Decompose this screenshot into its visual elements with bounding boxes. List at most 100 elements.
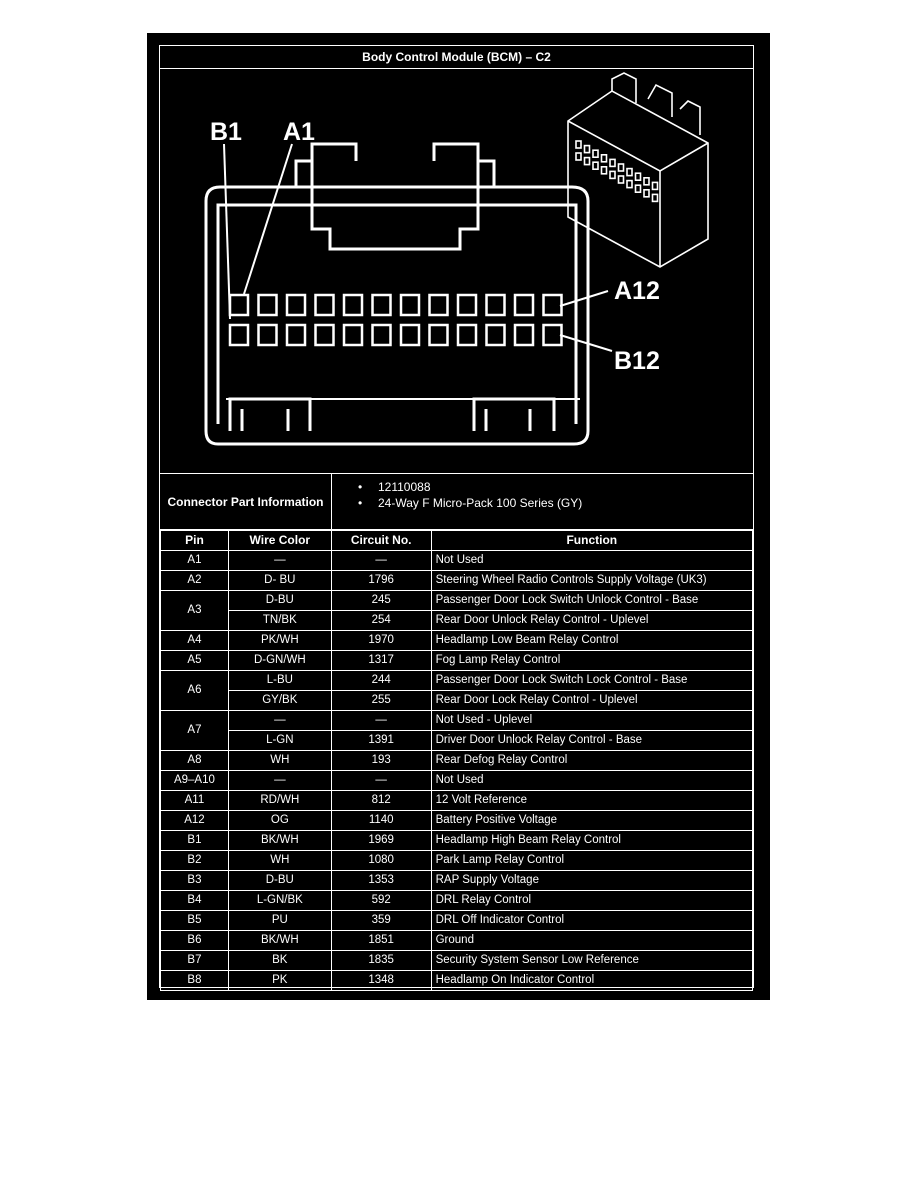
pin-cell: A3 — [160, 590, 229, 631]
wire-color-cell: D-BU — [227, 590, 332, 611]
function-cell: Rear Door Lock Relay Control - Uplevel — [430, 690, 754, 711]
pin-cavity — [513, 293, 535, 317]
table-row: A7——Not Used - Uplevel — [160, 710, 754, 751]
mini-pin — [634, 172, 642, 181]
function-cell: Not Used — [430, 550, 754, 571]
circuit-cell: 1969 — [330, 830, 432, 851]
connector-part-info: Connector Part Information 12110088 24-W… — [160, 473, 753, 530]
mini-pin — [575, 140, 582, 149]
wire-color-cell: D-GN/WH — [227, 650, 332, 671]
pin-cavity — [257, 323, 278, 347]
pinout-table: Pin Wire Color Circuit No. Function A1——… — [160, 530, 754, 991]
mini-pin — [592, 161, 599, 170]
pin-cavity — [285, 323, 307, 347]
connector-3d-sketch — [567, 72, 709, 268]
label-b1: B1 — [210, 118, 242, 146]
circuit-cell: — — [330, 770, 432, 791]
function-cell: Headlamp Low Beam Relay Control — [430, 630, 754, 651]
wire-color-cell: BK/WH — [227, 830, 332, 851]
circuit-cell: 1080 — [330, 850, 432, 871]
circuit-cell: 1348 — [330, 970, 432, 991]
pin-cell: A4 — [160, 630, 229, 651]
circuit-cell: — — [330, 710, 432, 731]
housing-outline — [204, 185, 590, 446]
pin-cavity — [342, 323, 364, 347]
pin-cavity — [285, 293, 307, 317]
pin-cavity — [314, 293, 335, 317]
table-row: A9–A10——Not Used — [160, 770, 754, 791]
mini-pin — [575, 152, 582, 161]
mini-pin — [651, 181, 659, 191]
top-latch — [294, 159, 496, 251]
wire-color-cell: OG — [227, 810, 332, 831]
wire-color-cell: L-BU — [227, 670, 332, 691]
pin-cavity — [485, 293, 506, 317]
mini-pin — [643, 189, 650, 198]
wire-color-cell: D-BU — [227, 870, 332, 891]
circuit-cell: — — [330, 550, 432, 571]
housing-cavity — [216, 203, 578, 424]
label-a1: A1 — [283, 118, 315, 146]
wire-color-cell: PU — [227, 910, 332, 931]
latch-left-tab — [310, 142, 358, 161]
function-cell: RAP Supply Voltage — [430, 870, 754, 891]
pin-cell: A12 — [160, 810, 229, 831]
pin-cell: B8 — [160, 970, 229, 991]
mini-pin — [617, 175, 625, 184]
mini-pin — [651, 193, 659, 203]
circuit-cell: 1140 — [330, 810, 432, 831]
pin-cell: B3 — [160, 870, 229, 891]
latch-right-tab — [432, 142, 480, 161]
pin-cavity — [542, 293, 563, 317]
pin-cavity — [456, 323, 478, 347]
mini-pin — [592, 149, 599, 158]
pin-cell: A9–A10 — [160, 770, 229, 791]
pin-cell: A2 — [160, 570, 229, 591]
table-header-row: Pin Wire Color Circuit No. Function — [160, 530, 754, 551]
pin-cell: B5 — [160, 910, 229, 931]
pin-cavity — [513, 323, 535, 347]
pin-cavity — [399, 323, 421, 347]
mini-pin — [600, 154, 608, 163]
connector-diagram: B1 A1 A12 B12 — [160, 69, 753, 473]
pin-cavity — [314, 323, 335, 347]
pin-cavity — [257, 293, 278, 317]
wire-color-cell: WH — [227, 850, 332, 871]
pin-cavity — [342, 293, 364, 317]
page-title: Body Control Module (BCM) – C2 — [160, 46, 753, 69]
pin-cavity — [428, 293, 449, 317]
pin-cell: A6 — [160, 670, 229, 711]
circuit-cell: 1353 — [330, 870, 432, 891]
mini-pin — [617, 163, 625, 172]
circuit-cell: 1391 — [330, 730, 432, 751]
mini-pin — [626, 167, 633, 177]
function-cell: Not Used — [430, 770, 754, 791]
circuit-cell: 359 — [330, 910, 432, 931]
wire-color-cell: PK — [227, 970, 332, 991]
part-description: 24-Way F Micro-Pack 100 Series (GY) — [358, 495, 582, 511]
wire-color-cell: — — [227, 550, 332, 571]
table-row: A1——Not Used — [160, 550, 754, 571]
wire-color-cell: GY/BK — [227, 690, 332, 711]
function-cell: Ground — [430, 930, 754, 951]
pin-cell: B7 — [160, 950, 229, 971]
function-cell: DRL Relay Control — [430, 890, 754, 911]
function-cell: Not Used - Uplevel — [430, 710, 754, 731]
pin-cavity — [428, 323, 449, 347]
pin-grid — [228, 293, 563, 347]
function-cell: Rear Door Unlock Relay Control - Uplevel — [430, 610, 754, 631]
mini-pin — [600, 166, 608, 175]
circuit-cell: 592 — [330, 890, 432, 911]
